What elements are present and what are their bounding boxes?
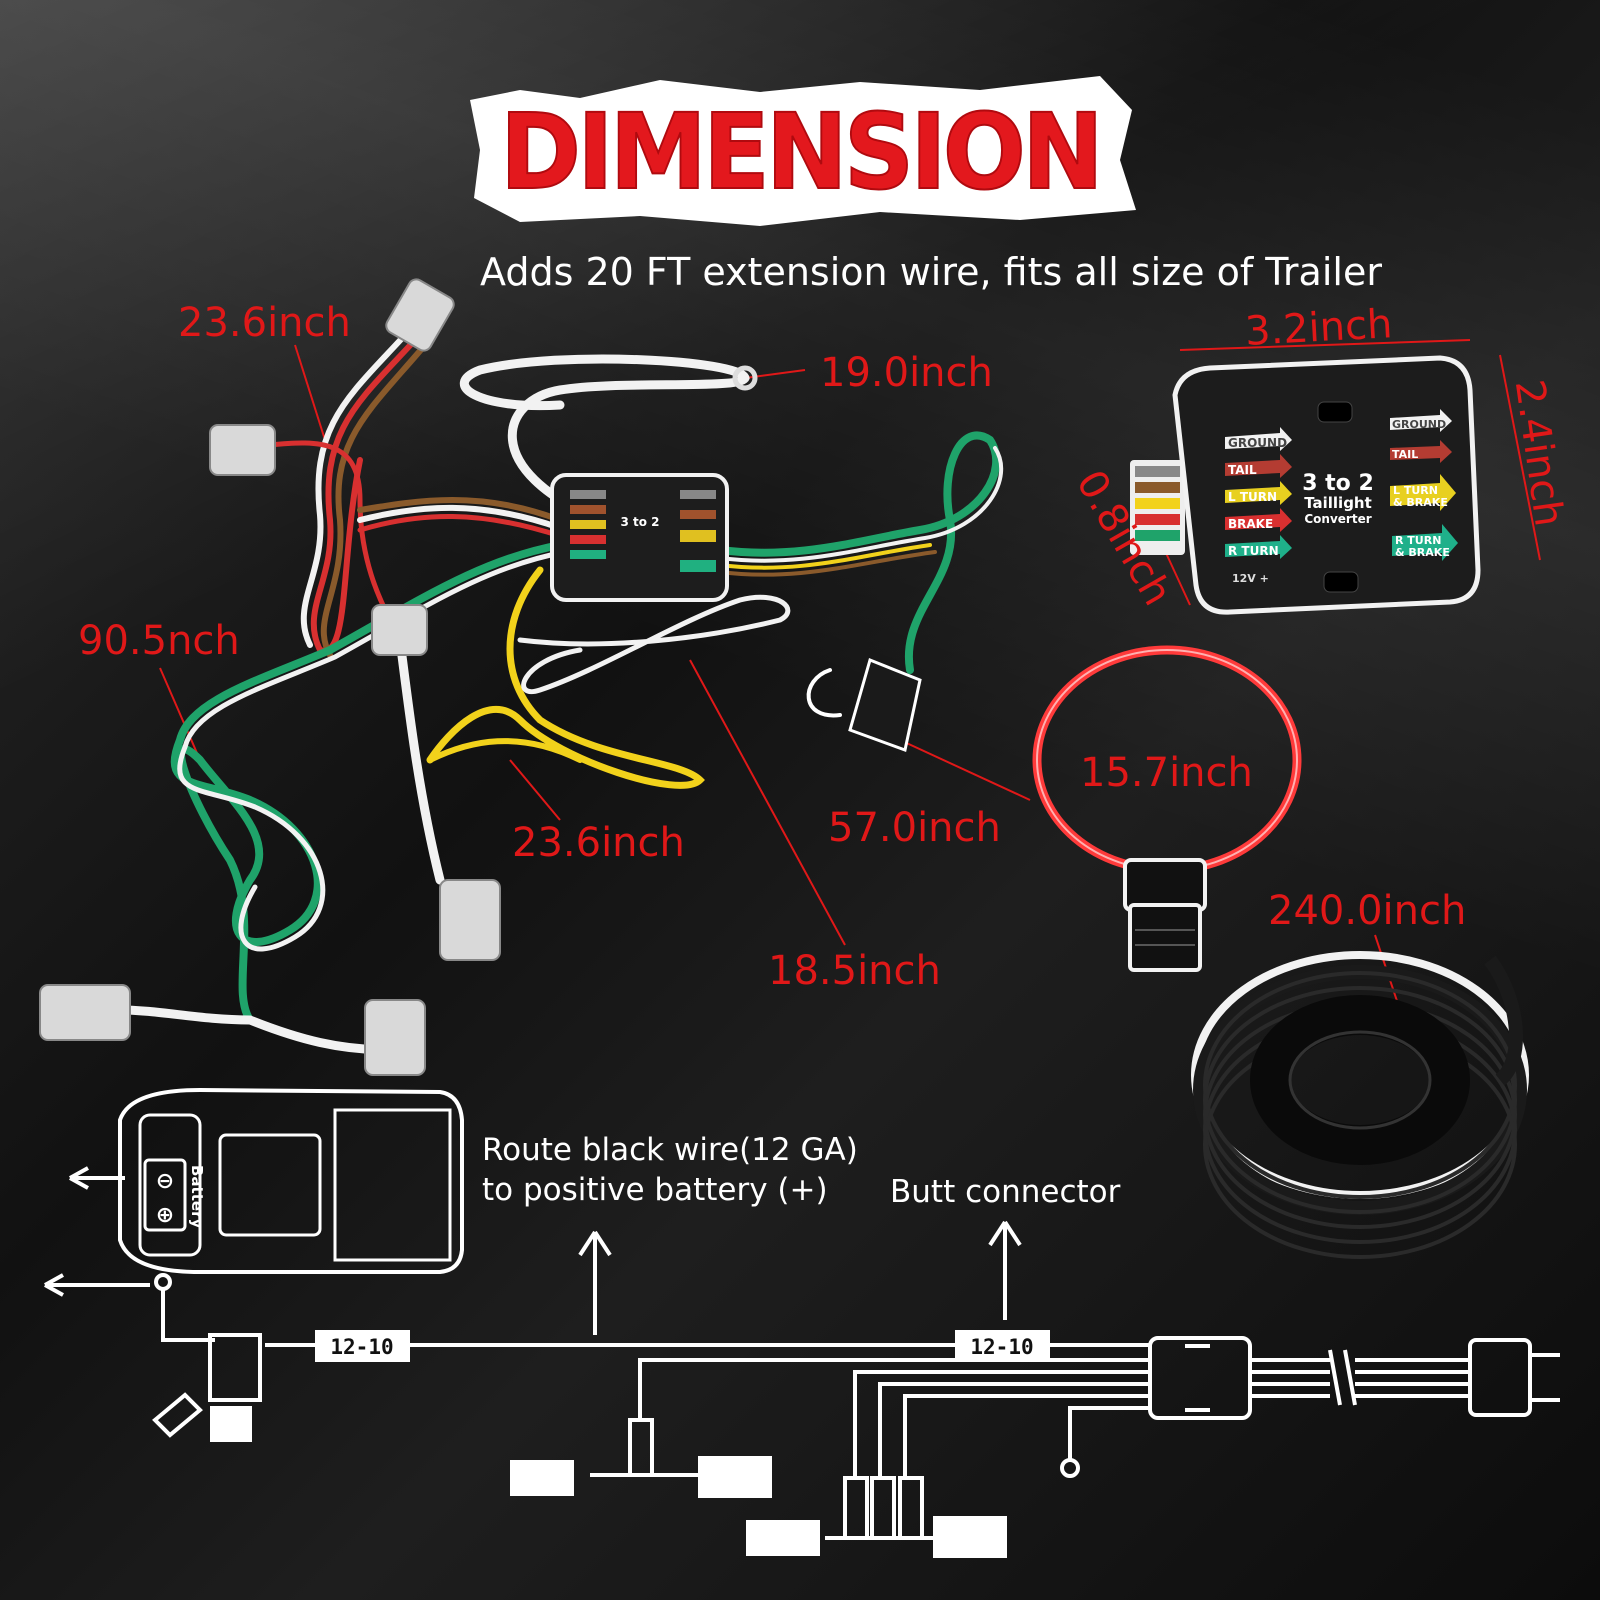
svg-text:R TURN: R TURN [1228, 544, 1279, 558]
inline-fuse [208, 1333, 262, 1402]
connector-plug-left [209, 424, 276, 476]
converter-small-title: 3 to 2 [620, 515, 659, 529]
svg-text:BRAKE: BRAKE [1228, 517, 1273, 531]
svg-text:& BRAKE: & BRAKE [1395, 546, 1450, 559]
svg-text:Taillight: Taillight [1304, 494, 1372, 512]
svg-text:12V +: 12V + [1232, 572, 1269, 585]
diagram-plug-right-b [933, 1516, 1007, 1558]
connector-plug-middle [371, 604, 428, 656]
converter-center-title: 3 to 2 Taillight Converter [1302, 471, 1374, 526]
extension-wire-coil [1191, 951, 1529, 1259]
dim-power-loop: 15.7inch [1080, 750, 1253, 796]
wiring-diagram [44, 1087, 1560, 1558]
fuse-holder [1123, 858, 1207, 972]
connector-plug-top [385, 278, 455, 352]
butt-connector-note: Butt connector [890, 1174, 1121, 1210]
diagram-plug-left-a [510, 1460, 574, 1496]
svg-text:L TURN: L TURN [1228, 490, 1277, 504]
ground-wire [459, 354, 758, 525]
dim-box-width: 3.2inch [1243, 301, 1394, 355]
dim-white-lead: 18.5inch [768, 948, 941, 994]
dim-green-harness: 90.5nch [78, 618, 240, 664]
yellow-harness [371, 566, 705, 961]
svg-text:Converter: Converter [1304, 512, 1371, 526]
svg-text:TAIL: TAIL [1228, 463, 1257, 477]
converter-right-arrows: GROUND TAIL L TURN & BRAKE R TURN & BRAK… [1390, 409, 1458, 561]
white-lead [517, 594, 791, 695]
dim-yellow-harness: 23.6inch [512, 820, 685, 866]
battery-label: Battery [188, 1165, 206, 1228]
dim-ground-wire: 19.0inch [820, 350, 993, 396]
gauge-badge-left [315, 1330, 410, 1362]
svg-text:GROUND: GROUND [1228, 436, 1287, 450]
flat4-harness [716, 431, 1004, 752]
power-wire-loop [1032, 645, 1302, 972]
svg-text:L TURN: L TURN [1393, 484, 1438, 497]
battery-box [143, 1158, 187, 1232]
connector-plug-bottom-right [364, 999, 426, 1076]
diagram-converter-box [1148, 1336, 1252, 1420]
svg-text:GROUND: GROUND [1392, 418, 1446, 431]
converter-connector-pins [1130, 460, 1185, 555]
battery-symbols: ⊖ ⊕ Battery [156, 1165, 206, 1228]
connector-plug-lower-middle [439, 879, 501, 961]
subtitle: Adds 20 FT extension wire, fits all size… [480, 250, 1382, 294]
diagram-plug-right-a [746, 1520, 820, 1556]
title-badge-background [470, 76, 1136, 226]
route-note: Route black wire(12 GA) to positive batt… [482, 1130, 858, 1210]
title-badge: DIMENSION [470, 76, 1136, 226]
diagram-plug-left-b [698, 1456, 772, 1498]
converter-small: 3 to 2 [550, 473, 729, 602]
route-note-line2: to positive battery (+) [482, 1172, 828, 1208]
top-left-harness [209, 278, 563, 658]
gauge-label-left: 12-10 [330, 1335, 393, 1359]
title-text: DIMENSION [500, 91, 1100, 213]
svg-text:⊖: ⊖ [156, 1169, 174, 1194]
gauge-badge-right [955, 1330, 1050, 1362]
flat4-plug [848, 657, 922, 752]
svg-text:R TURN: R TURN [1395, 534, 1441, 547]
route-note-line1: Route black wire(12 GA) [482, 1132, 858, 1168]
dim-extension-wire: 240.0inch [1268, 888, 1467, 934]
gauge-label-right: 12-10 [970, 1335, 1033, 1359]
svg-text:3 to 2: 3 to 2 [1302, 471, 1374, 496]
converter-detail: GROUND TAIL L TURN BRAKE R TURN 12V + GR… [1130, 355, 1481, 615]
dim-flat4-plug: 57.0inch [828, 805, 1001, 851]
connector-plug-bottom-left [39, 984, 131, 1041]
svg-text:& BRAKE: & BRAKE [1393, 496, 1448, 509]
svg-text:TAIL: TAIL [1392, 448, 1418, 461]
dim-harness-top: 23.6inch [178, 300, 351, 346]
diagram-flat4-connector [1468, 1338, 1532, 1417]
vehicle-top-view [118, 1087, 464, 1274]
svg-text:⊕: ⊕ [156, 1203, 174, 1228]
converter-left-arrows: GROUND TAIL L TURN BRAKE R TURN 12V + [1225, 427, 1292, 585]
